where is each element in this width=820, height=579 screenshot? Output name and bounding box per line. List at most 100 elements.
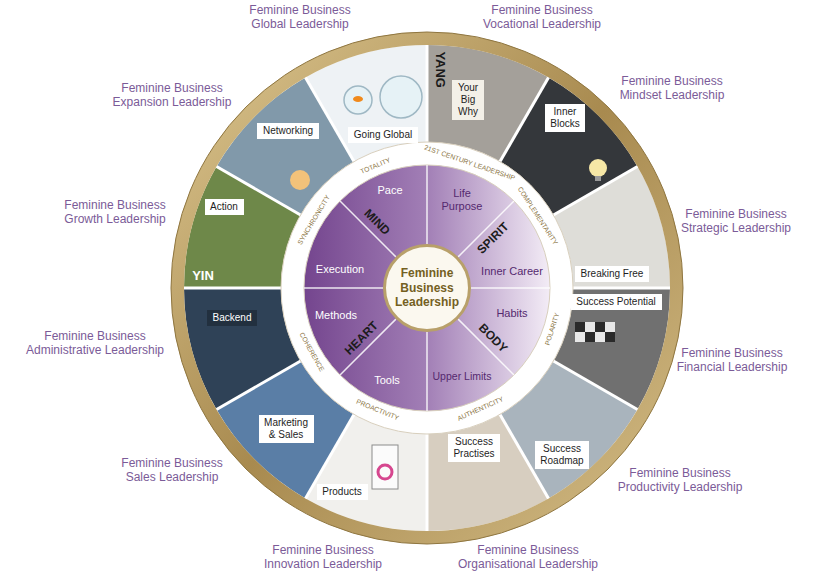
book <box>372 445 398 489</box>
ring-word: POLARITY <box>543 311 562 347</box>
chessboard-square <box>605 322 615 332</box>
node-text: Your Big Why <box>457 82 479 118</box>
outer-label: Feminine Business Global Leadership <box>249 3 352 32</box>
segment-label: Pace <box>377 184 404 197</box>
outer-label: Feminine Business Productivity Leadershi… <box>617 466 743 495</box>
quadrant-label: HEART <box>341 318 382 359</box>
node-text: Life Purpose <box>441 187 483 213</box>
image-label: Going Global <box>348 127 418 143</box>
image-label: Action <box>205 199 244 215</box>
node-text: Breaking Free <box>580 268 644 280</box>
center-circle: Feminine Business Leadership <box>383 244 471 332</box>
yang-label: YANG <box>432 51 448 89</box>
ring-word: TOTALITY <box>359 156 393 176</box>
outer-label: Feminine Business Sales Leadership <box>121 456 224 485</box>
ring-word: 21ST CENTURY LEADERSHIP <box>423 144 517 183</box>
outer-label: Feminine Business Strategic Leadership <box>680 207 792 236</box>
purple-disk <box>304 165 550 411</box>
chessboard-square <box>575 332 585 342</box>
image-label: Products <box>317 484 368 500</box>
image-label: Success Practises <box>448 434 500 462</box>
node-text: Backend <box>212 312 252 324</box>
sunset-sun <box>290 170 310 190</box>
node-text: Networking <box>262 125 314 137</box>
wedge-separator <box>184 287 281 290</box>
outer-label: Feminine Business Vocational Leadership <box>482 3 602 32</box>
wedge-separator <box>426 434 429 531</box>
node-text: Feminine Business Leadership <box>395 266 460 309</box>
outer-label: Feminine Business Administrative Leaders… <box>25 329 165 358</box>
fishbowl-small <box>344 86 372 114</box>
wedge-separator <box>500 78 549 162</box>
segment-line <box>426 165 428 244</box>
wedge-separator <box>553 361 637 410</box>
ring-word: COHERENCE <box>297 330 326 373</box>
wedge-separator <box>573 287 670 290</box>
quadrant-label: SPIRIT <box>474 219 512 257</box>
image-label: Backend <box>207 310 257 326</box>
chessboard-square <box>595 322 605 332</box>
goldfish <box>353 96 363 102</box>
yin-label: YIN <box>192 268 215 284</box>
outer-label: Feminine Business Growth Leadership <box>63 198 168 227</box>
node-text: Pace <box>377 184 404 197</box>
chessboard-square <box>585 332 595 342</box>
quadrant-label: BODY <box>475 320 511 356</box>
segment-label: Methods <box>314 309 358 322</box>
ring-word: COMPLEMENTARITY <box>515 185 559 247</box>
segment-label: Tools <box>374 374 401 387</box>
node-text: Success Potential <box>576 296 657 308</box>
wedge-separator <box>217 361 301 410</box>
chessboard-square <box>585 322 595 332</box>
node-text: Habits <box>496 307 529 320</box>
segment-line <box>458 319 514 375</box>
chessboard-square <box>605 332 615 342</box>
wedge-separator <box>306 78 355 162</box>
node-text: Methods <box>314 309 358 322</box>
outer-label: Feminine Business Organisational Leaders… <box>457 543 599 572</box>
node-text: Inner Blocks <box>550 106 580 130</box>
segment-line <box>304 287 383 289</box>
node-text: Success Practises <box>453 436 495 460</box>
node-text: Inner Career <box>481 265 544 278</box>
ring-word: SYNCHRONICITY <box>295 193 332 247</box>
gold-ring <box>178 39 677 538</box>
chessboard-square <box>595 332 605 342</box>
node-text: Tools <box>374 374 401 387</box>
segment-label: Execution <box>315 263 365 276</box>
center-circle-outline <box>385 246 470 331</box>
image-label: Success Potential <box>571 294 662 310</box>
image-label: Success Roadmap <box>535 441 589 469</box>
segment-label: Habits <box>496 307 529 320</box>
image-label: Breaking Free <box>575 266 649 282</box>
image-label: Your Big Why <box>452 80 484 120</box>
node-text: Action <box>210 201 239 213</box>
wedge-separator <box>426 45 429 142</box>
fishbowl-large <box>380 76 422 118</box>
bulb-base <box>595 176 601 181</box>
outer-label: Feminine Business Expansion Leadership <box>112 81 232 110</box>
gold-ring-edge <box>171 32 683 544</box>
ring-word: AUTHENTICITY <box>456 394 506 422</box>
segment-label: Life Purpose <box>441 187 483 213</box>
node-text: Upper Limits <box>432 370 492 383</box>
chessboard-square <box>575 322 585 332</box>
quadrant-label: MIND <box>361 206 394 239</box>
ring-word: PROACTIVITY <box>354 398 401 423</box>
segment-line <box>340 201 396 257</box>
node-text: Going Global <box>353 129 413 141</box>
node-text: Products <box>322 486 363 498</box>
image-label: Marketing & Sales <box>259 415 314 443</box>
node-text: Success Roadmap <box>540 443 584 467</box>
outer-label: Feminine Business Mindset Leadership <box>619 74 725 103</box>
light-bulb <box>589 159 607 177</box>
node-text: Execution <box>315 263 365 276</box>
outer-label: Feminine Business Financial Leadership <box>676 346 788 375</box>
word-ring <box>281 142 573 434</box>
segment-label: Inner Career <box>481 265 544 278</box>
segment-line <box>426 332 428 411</box>
segment-label: Upper Limits <box>432 370 492 383</box>
outer-label: Feminine Business Innovation Leadership <box>263 543 383 572</box>
